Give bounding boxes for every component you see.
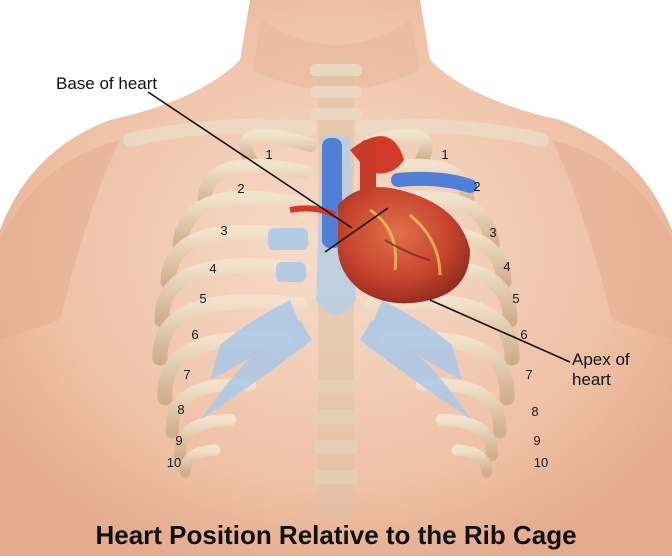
rib-number-left-3: 3	[213, 224, 235, 238]
rib-number-right-2: 2	[466, 180, 488, 194]
rib-number-right-1: 1	[434, 148, 456, 162]
rib-number-left-8: 8	[170, 403, 192, 417]
rib-number-right-3: 3	[482, 226, 504, 240]
rib-number-right-6: 6	[513, 328, 535, 342]
rib-number-left-2: 2	[230, 182, 252, 196]
rib-number-right-8: 8	[524, 405, 546, 419]
rib-number-right-9: 9	[526, 434, 548, 448]
apex-label-line-2: heart	[572, 370, 630, 390]
rib-number-left-9: 9	[168, 434, 190, 448]
apex-of-heart-label: Apex of heart	[572, 350, 630, 390]
apex-label-line-1: Apex of	[572, 350, 630, 370]
rib-number-right-7: 7	[518, 368, 540, 382]
rib-number-left-7: 7	[176, 368, 198, 382]
rib-number-left-1: 1	[258, 148, 280, 162]
rib-number-left-5: 5	[192, 292, 214, 306]
rib-number-right-10: 10	[530, 456, 552, 470]
rib-number-left-10: 10	[163, 456, 185, 470]
base-of-heart-label: Base of heart	[56, 74, 157, 94]
rib-number-right-5: 5	[505, 292, 527, 306]
rib-number-left-4: 4	[202, 262, 224, 276]
rib-number-left-6: 6	[184, 328, 206, 342]
figure-caption: Heart Position Relative to the Rib Cage	[0, 520, 672, 550]
rib-number-right-4: 4	[496, 260, 518, 274]
